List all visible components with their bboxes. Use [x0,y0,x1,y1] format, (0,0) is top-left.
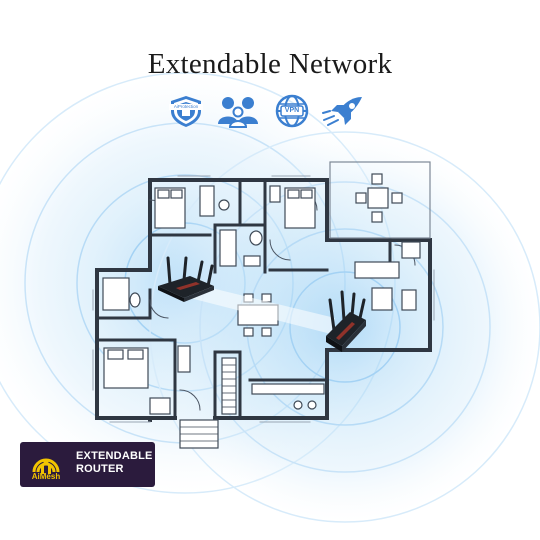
stair-treads [180,364,236,442]
badge-line-1: EXTENDABLE [76,450,153,462]
extender-router [326,290,366,352]
primary-router [158,256,214,302]
aimesh-logo-icon [32,458,60,474]
house-floor-plan [92,161,435,423]
vpn-globe-icon: VPN [274,94,314,128]
badge-line-2: ROUTER [76,463,124,475]
mesh-link-beam [190,284,335,334]
family-icon [216,94,258,128]
page-title: Extendable Network [147,48,393,80]
aiprotection-shield-icon: AiProtection [166,94,206,128]
aimesh-brand-label: AiMesh [31,472,61,481]
extendable-router-badge: AiMesh EXTENDABLE ROUTER [20,442,155,487]
aiprotection-label: AiProtection [169,104,203,110]
vpn-label: VPN [284,107,300,114]
gaming-rocket-icon [322,94,362,128]
badge-text: EXTENDABLE ROUTER [76,450,154,476]
